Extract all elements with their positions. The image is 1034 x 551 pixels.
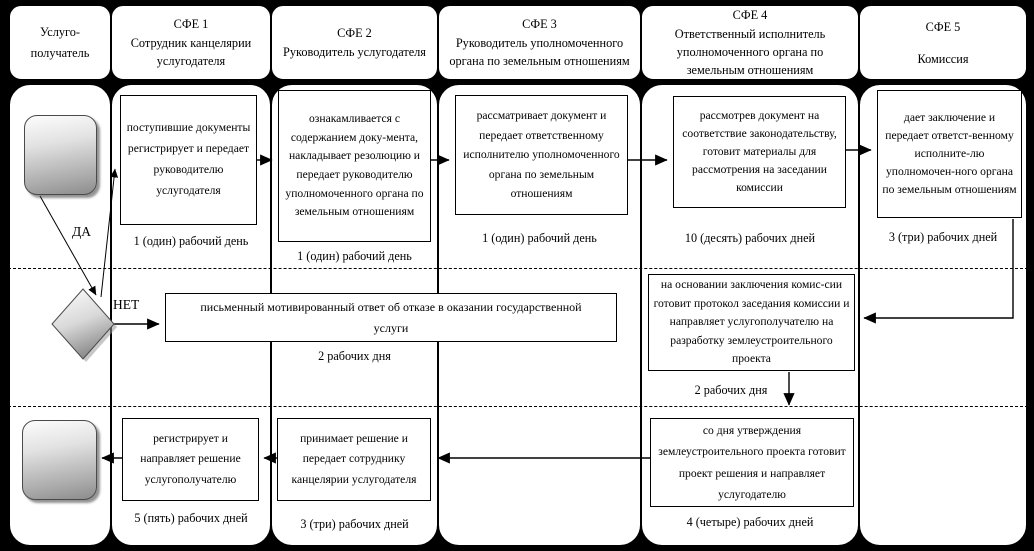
- lane-subtitle: Руководитель уполномоченного органа по з…: [449, 36, 630, 68]
- decision-no-label: НЕТ: [113, 297, 140, 312]
- duration-sfe3-r1: 1 (один) рабочий день: [482, 231, 597, 245]
- step-text: со дня утверждения землеустроительного п…: [658, 423, 846, 501]
- duration-sfe1-r1: 1 (один) рабочий день: [133, 234, 249, 248]
- lane-subtitle: получатель: [30, 45, 90, 60]
- duration-sfe2-r3: 3 (три) рабочих дней: [300, 517, 409, 531]
- step-text: ознакамливается с содержанием доку-мента…: [285, 112, 424, 219]
- step-text: рассматривает документ и передает ответс…: [463, 109, 620, 201]
- step-text: письменный мотивированный ответ об отказ…: [200, 300, 582, 335]
- step-text: принимает решение и передает сотруднику …: [291, 432, 417, 486]
- lane-subtitle: Комиссия: [917, 51, 969, 66]
- lane-header-sfe4: СФЕ 4 Ответственный исполнитель уполномо…: [640, 4, 860, 81]
- step-sfe2-make-decision: принимает решение и передает сотруднику …: [277, 418, 431, 501]
- duration-sfe4-r2: 2 рабочих дня: [694, 383, 768, 397]
- step-sfe4-prepare-materials: рассмотрев документ на соответствие зако…: [673, 96, 846, 208]
- lane-title: СФЕ 3: [522, 17, 557, 32]
- phase-divider-top: [8, 268, 1028, 269]
- step-sfe4-protocol: на основании заключения комис-сии готови…: [648, 274, 855, 371]
- lane-header-sfe3: СФЕ 3 Руководитель уполномоченного орган…: [437, 4, 642, 81]
- step-sfe2-resolution: ознакамливается с содержанием доку-мента…: [278, 90, 431, 242]
- lane-subtitle: Руководитель услугодателя: [283, 45, 426, 60]
- lane-title: СФЕ 5: [925, 19, 961, 34]
- step-sfe3-review: рассматривает документ и передает ответс…: [455, 95, 628, 215]
- lane-title: СФЕ 2: [337, 26, 372, 41]
- step-sfe1-send-decision: регистрирует и направляет решение услуго…: [122, 418, 259, 501]
- step-sfe1-register: поступившие документы регистрирует и пер…: [120, 95, 257, 225]
- lane-title: СФЕ 1: [173, 17, 209, 32]
- lane-subtitle: Ответственный исполнитель уполномоченног…: [674, 27, 826, 77]
- duration-sfe2-r1: 1 (один) рабочий день: [297, 249, 412, 263]
- lane-title: Услуго-: [40, 24, 80, 39]
- lane-header-sfe2: СФЕ 2 Руководитель услугодателя: [270, 4, 439, 81]
- arrow-decision-yes-to-sfe1: [100, 168, 119, 298]
- lane-header-recipient: Услуго- получатель: [8, 4, 112, 81]
- lane-header-sfe5: СФЕ 5 Комиссия: [858, 4, 1028, 81]
- start-node: [24, 115, 97, 195]
- duration-sfe4-r1: 10 (десять) рабочих дней: [684, 231, 816, 245]
- step-text: поступившие документы регистрирует и пер…: [126, 121, 251, 197]
- decision-diamond: [51, 288, 115, 360]
- decision-yes-label: ДА: [72, 224, 91, 239]
- duration-refusal: 2 рабочих дня: [318, 349, 391, 363]
- duration-sfe1-r3: 5 (пять) рабочих дней: [134, 511, 248, 525]
- arrow-sfe5-to-sfe4-protocol: [863, 219, 1014, 324]
- end-node: [22, 420, 97, 500]
- lane-subtitle: Сотрудник канцелярии услугодателя: [130, 36, 252, 68]
- lane-header-sfe1: СФЕ 1 Сотрудник канцелярии услугодателя: [110, 4, 272, 81]
- duration-sfe4-r3: 4 (четыре) рабочих дней: [686, 515, 814, 529]
- step-sfe5-conclusion: дает заключение и передает ответст-венно…: [877, 90, 1022, 218]
- step-text: рассмотрев документ на соответствие зако…: [682, 108, 837, 195]
- lane-title: СФЕ 4: [732, 8, 768, 23]
- step-refusal-answer: письменный мотивированный ответ об отказ…: [165, 293, 617, 342]
- step-sfe4-draft-decision: со дня утверждения землеустроительного п…: [650, 418, 854, 507]
- step-text: дает заключение и передает ответст-венно…: [882, 111, 1017, 196]
- step-text: на основании заключения комис-сии готови…: [653, 278, 850, 366]
- step-text: регистрирует и направляет решение услуго…: [140, 432, 241, 486]
- duration-sfe5-r1: 3 (три) рабочих дней: [888, 230, 998, 244]
- phase-divider-bottom: [8, 406, 1028, 407]
- arrow-recipient-to-decision: [39, 195, 97, 296]
